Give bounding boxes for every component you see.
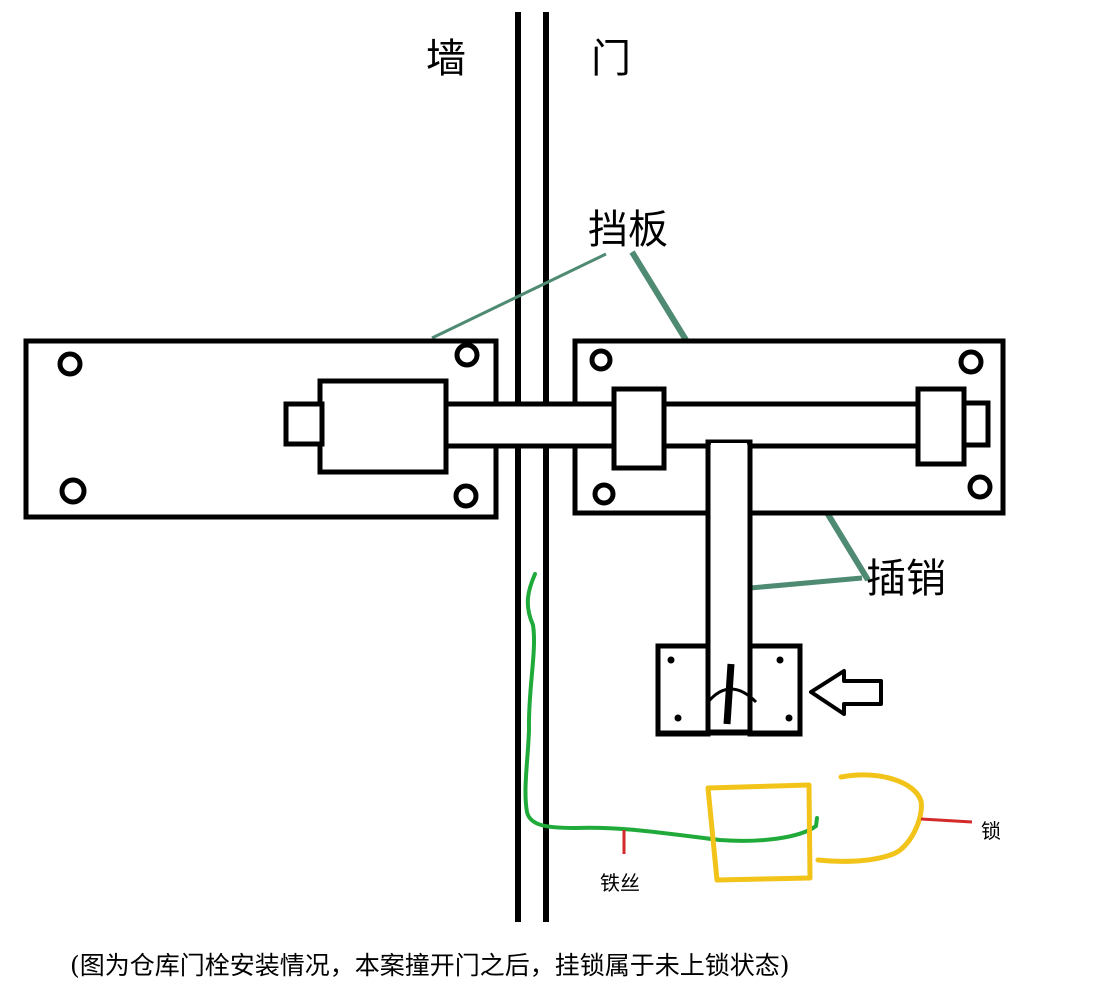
hasp-staple bbox=[723, 663, 735, 725]
padlock bbox=[705, 772, 924, 883]
screw-dot bbox=[785, 714, 793, 722]
baffle-leader-right bbox=[629, 250, 689, 342]
bolt-label: 插销 bbox=[866, 556, 946, 602]
rod-bar bbox=[437, 401, 929, 449]
baffle-leaders bbox=[431, 250, 689, 342]
baffle-label: 挡板 bbox=[588, 207, 668, 253]
screw-dot bbox=[667, 656, 675, 664]
screw-hole bbox=[589, 348, 613, 372]
hasp-bracket bbox=[655, 643, 803, 737]
hasp-loop bbox=[706, 687, 758, 704]
wire-green bbox=[523, 572, 819, 843]
figure-caption: (图为仓库门栓安装情况，本案撞开门之后，挂锁属于未上锁状态) bbox=[70, 951, 790, 980]
padlock-shackle bbox=[815, 772, 924, 864]
rod-end-block bbox=[915, 386, 967, 467]
right-guide-block bbox=[611, 386, 667, 471]
screw-hole bbox=[59, 477, 87, 505]
screw-hole bbox=[453, 483, 479, 509]
wall-label: 墙 bbox=[426, 36, 466, 82]
lock-label: 锁 bbox=[981, 819, 1001, 843]
door-label: 门 bbox=[591, 36, 631, 82]
lock-marker bbox=[920, 817, 973, 824]
screw-hole bbox=[454, 342, 480, 368]
left-sleeve bbox=[317, 378, 449, 475]
screw-dot bbox=[776, 656, 784, 664]
padlock-body bbox=[705, 782, 813, 883]
hasp-left-plate bbox=[655, 643, 711, 737]
screw-hole bbox=[57, 351, 83, 377]
baffle-leader-left bbox=[431, 252, 607, 340]
bolt-rod bbox=[283, 378, 991, 475]
wire-label: 铁丝 bbox=[600, 871, 640, 895]
left-baffle-plate bbox=[23, 338, 499, 520]
screw-hole bbox=[967, 474, 993, 500]
wall-door-seam bbox=[515, 12, 549, 922]
screw-hole bbox=[592, 482, 616, 506]
bolt-leader-lower bbox=[749, 575, 863, 591]
hollow-left-arrow-icon bbox=[809, 669, 883, 716]
screw-hole bbox=[958, 349, 984, 375]
rod-left-tip bbox=[283, 401, 325, 447]
screw-dot bbox=[674, 714, 682, 722]
hasp-right-plate bbox=[747, 643, 803, 737]
